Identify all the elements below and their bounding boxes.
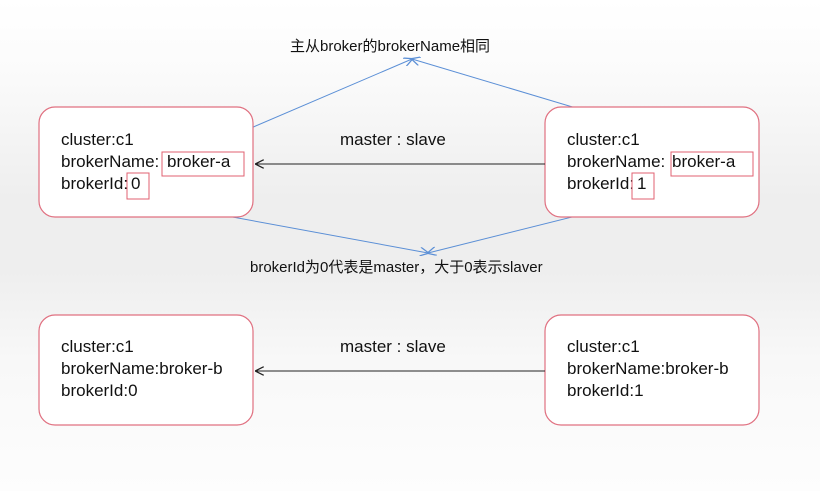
broker-box-frame xyxy=(38,106,254,218)
broker-name-highlight xyxy=(670,151,754,177)
broker-name-value: broker-a xyxy=(167,152,231,171)
broker-box-frame xyxy=(38,314,254,426)
broker-id-value: 1 xyxy=(637,174,646,193)
broker-name-highlight xyxy=(161,151,245,177)
relation-label-top: master : slave xyxy=(340,130,446,149)
broker-id-highlight xyxy=(631,172,655,200)
broker-id-key: brokerId: xyxy=(61,174,128,193)
middle-caption: brokerId为0代表是master，大于0表示slaver xyxy=(250,259,543,276)
broker-box-slave-a: cluster:c1 brokerName: broker-a brokerId… xyxy=(544,106,760,218)
broker-box-slave-b: cluster:c1 brokerName:broker-b brokerId:… xyxy=(544,314,760,426)
broker-name-label: brokerName:broker-b xyxy=(567,359,729,378)
broker-name-key: brokerName: xyxy=(61,152,159,171)
cluster-label: cluster:c1 xyxy=(61,130,134,149)
broker-box-master-a: cluster:c1 brokerName: broker-a brokerId… xyxy=(38,106,254,218)
broker-box-frame xyxy=(544,314,760,426)
broker-id-label: brokerId:0 xyxy=(61,381,138,400)
cluster-label: cluster:c1 xyxy=(567,337,640,356)
cluster-label: cluster:c1 xyxy=(61,337,134,356)
broker-name-key: brokerName: xyxy=(567,152,665,171)
broker-id-value: 0 xyxy=(131,174,140,193)
top-caption: 主从broker的brokerName相同 xyxy=(290,38,490,55)
broker-name-value: broker-a xyxy=(672,152,736,171)
broker-box-master-b: cluster:c1 brokerName:broker-b brokerId:… xyxy=(38,314,254,426)
broker-id-label: brokerId:1 xyxy=(567,381,644,400)
broker-name-label: brokerName:broker-b xyxy=(61,359,223,378)
cluster-label: cluster:c1 xyxy=(567,130,640,149)
broker-box-frame xyxy=(544,106,760,218)
broker-id-highlight xyxy=(126,172,150,200)
broker-id-key: brokerId: xyxy=(567,174,634,193)
relation-label-bottom: master : slave xyxy=(340,337,446,356)
